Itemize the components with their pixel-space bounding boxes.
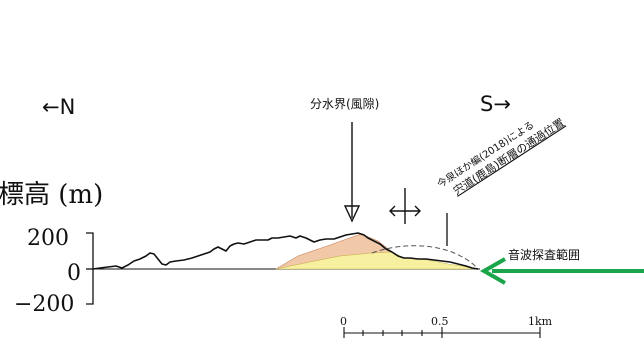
projected-surface <box>371 245 479 270</box>
south-label: S→ <box>480 92 511 116</box>
fault-symbol-icon <box>389 188 421 224</box>
y-axis-label: 標高 (m) <box>0 180 103 210</box>
y-tick-minus200: −200 <box>14 292 74 317</box>
survey-range-arrow <box>479 257 644 285</box>
watershed-arrow-head <box>343 205 361 223</box>
scale-tick-1km: 1km <box>528 315 553 328</box>
scale-tick-half: 0.5 <box>431 315 449 328</box>
survey-range-label: 音波探査範囲 <box>508 247 580 262</box>
scale-bar <box>343 327 541 338</box>
y-tick-200: 200 <box>27 226 69 251</box>
fault-annotation-line2: 宍道(鹿島)断層の通過位置 <box>451 115 567 197</box>
watershed-label: 分水界(風隙) <box>310 97 379 111</box>
north-label: ←N <box>42 95 75 119</box>
scale-tick-0: 0 <box>340 315 347 328</box>
fault-annotation: 今泉ほか編(2018)による 宍道(鹿島)断層の通過位置 <box>435 115 567 197</box>
y-tick-0: 0 <box>67 261 81 286</box>
topographic-profile <box>92 232 479 270</box>
